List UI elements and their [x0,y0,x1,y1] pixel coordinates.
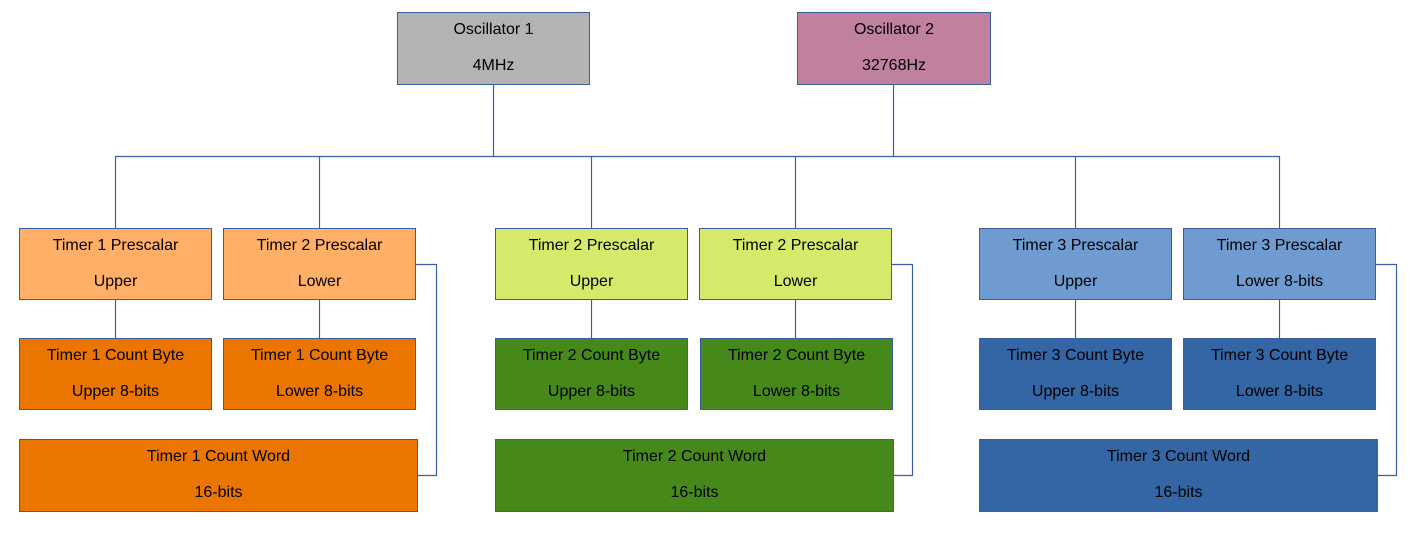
box-title: Timer 1 Count Byte [46,347,185,364]
box-title: Timer 1 Count Byte [250,347,389,364]
box-subtitle: Lower 8-bits [1235,383,1324,400]
timer2-prescalar-upper-box: Timer 2 Prescalar Upper [495,228,688,300]
box-subtitle: Upper [569,273,614,290]
timer2-prescalar-lower-box: Timer 2 Prescalar Lower [699,228,892,300]
connector-t3-word [1375,263,1398,477]
oscillator-1-title: Oscillator 1 [453,21,534,38]
box-subtitle: Lower [773,273,818,290]
box-title: Timer 3 Count Byte [1210,347,1349,364]
box-subtitle: 16-bits [670,484,719,501]
timer1-count-byte-upper-box: Timer 1 Count Byte Upper 8-bits [19,338,212,410]
timer3-count-byte-lower-box: Timer 3 Count Byte Lower 8-bits [1183,338,1376,410]
box-title: Timer 2 Prescalar [732,237,859,254]
oscillator-1-frequency: 4MHz [472,57,515,74]
box-title: Timer 1 Prescalar [52,237,179,254]
timer2-count-word-box: Timer 2 Count Word 16-bits [495,439,894,512]
timer1-count-word-box: Timer 1 Count Word 16-bits [19,439,418,512]
box-title: Timer 3 Count Word [1106,448,1251,465]
box-title: Timer 2 Count Byte [522,347,661,364]
timer3-prescalar-upper-box: Timer 3 Prescalar Upper [979,228,1172,300]
box-title: Timer 2 Count Byte [727,347,866,364]
box-title: Timer 3 Prescalar [1216,237,1343,254]
oscillator-2-box: Oscillator 2 32768Hz [797,12,991,85]
box-subtitle: Upper 8-bits [1031,383,1120,400]
oscillator-1-box: Oscillator 1 4MHz [397,12,590,85]
box-title: Timer 2 Prescalar [256,237,383,254]
timer3-count-byte-upper-box: Timer 3 Count Byte Upper 8-bits [979,338,1172,410]
box-title: Timer 1 Count Word [146,448,291,465]
timer2-count-byte-lower-box: Timer 2 Count Byte Lower 8-bits [700,338,893,410]
oscillator-2-title: Oscillator 2 [853,21,935,38]
box-subtitle: Upper [1053,273,1098,290]
box-title: Timer 3 Prescalar [1012,237,1139,254]
connector-t1-word [415,263,438,477]
box-subtitle: Lower 8-bits [275,383,364,400]
box-title: Timer 2 Count Word [622,448,767,465]
oscillator-2-frequency: 32768Hz [861,57,927,74]
box-subtitle: 16-bits [194,484,243,501]
timer1-prescalar-lower-box: Timer 2 Prescalar Lower [223,228,416,300]
box-subtitle: Lower [297,273,342,290]
timer2-count-byte-upper-box: Timer 2 Count Byte Upper 8-bits [495,338,688,410]
box-subtitle: Upper [93,273,138,290]
timer1-count-byte-lower-box: Timer 1 Count Byte Lower 8-bits [223,338,416,410]
timer3-count-word-box: Timer 3 Count Word 16-bits [979,439,1378,512]
box-title: Timer 3 Count Byte [1006,347,1145,364]
timer1-prescalar-upper-box: Timer 1 Prescalar Upper [19,228,212,300]
box-subtitle: Lower 8-bits [752,383,841,400]
box-subtitle: Upper 8-bits [547,383,636,400]
box-subtitle: Lower 8-bits [1235,273,1324,290]
box-subtitle: Upper 8-bits [71,383,160,400]
connector-t2-word [891,263,914,477]
timer3-prescalar-lower-box: Timer 3 Prescalar Lower 8-bits [1183,228,1376,300]
box-subtitle: 16-bits [1154,484,1203,501]
box-title: Timer 2 Prescalar [528,237,655,254]
